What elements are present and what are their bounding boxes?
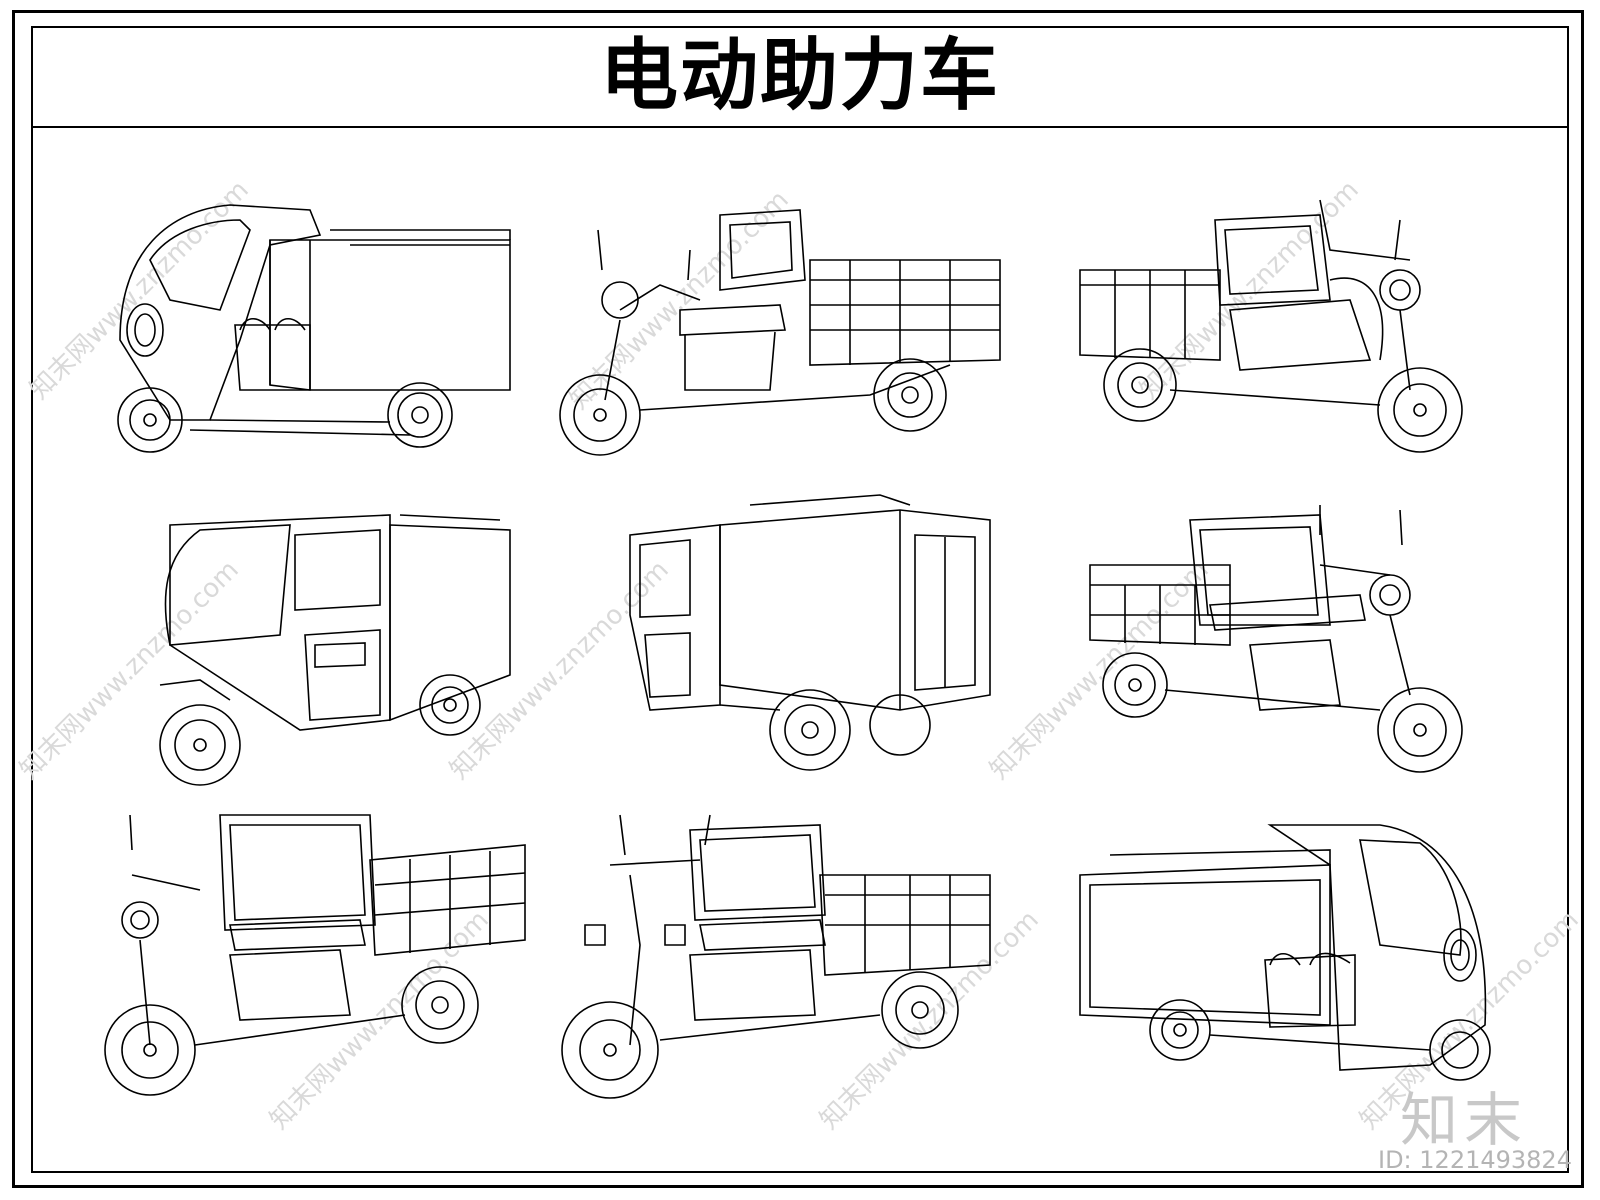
open-cargo-tricycle-drawing — [1080, 190, 1500, 490]
vehicle-1 — [110, 190, 530, 490]
vehicle-5 — [610, 495, 1030, 795]
vehicle-4 — [140, 505, 560, 805]
inner-frame — [31, 26, 1569, 1173]
vehicle-9 — [1080, 825, 1500, 1125]
vehicle-2 — [580, 190, 1000, 490]
closed-cab-van-drawing — [140, 505, 560, 805]
open-cargo-tricycle-drawing — [580, 190, 1000, 490]
vehicle-6 — [1090, 505, 1510, 805]
title-band: 电动助力车 — [31, 26, 1569, 128]
brand-logo: 知末 — [1400, 1086, 1529, 1154]
enclosed-cab-tricycle-drawing — [110, 190, 530, 490]
image-id-label: ID: 1221493824 — [1378, 1146, 1572, 1174]
open-cargo-tricycle-drawing — [1090, 505, 1510, 805]
vehicle-7 — [110, 815, 530, 1115]
vehicle-3 — [1080, 190, 1500, 490]
vehicle-8 — [570, 815, 990, 1115]
page-title: 电动助力车 — [599, 30, 1000, 121]
open-cargo-tricycle-drawing — [110, 815, 530, 1115]
enclosed-cab-tricycle-drawing — [1080, 825, 1500, 1125]
closed-cab-van-drawing — [610, 495, 1030, 795]
outer-frame — [12, 10, 1584, 1188]
open-cargo-tricycle-drawing — [570, 815, 990, 1115]
